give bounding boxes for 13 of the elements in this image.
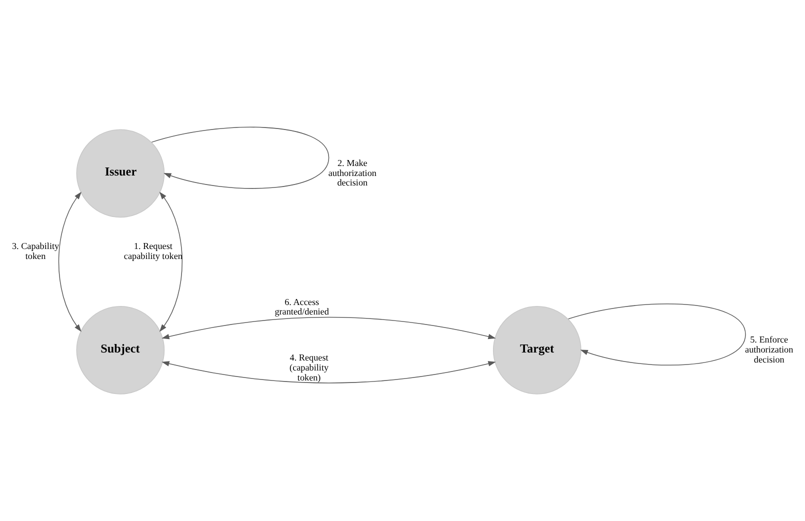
arrow [162, 361, 496, 384]
node-circle: Target [492, 306, 582, 394]
edge-label: 3. Capability token [12, 241, 60, 261]
edge-label: 4. Request (capability token) [290, 352, 329, 382]
node-circle: Issuer [76, 129, 165, 218]
edge-label: 5. Enforce authorization decision [745, 334, 794, 364]
arrow [162, 316, 496, 340]
arrow [159, 192, 183, 332]
edge-label: 1. Request capability token [124, 241, 182, 261]
edge-label: 2. Make authorization decision [328, 158, 376, 188]
node-circle: Subject [76, 306, 165, 394]
arrow [58, 192, 82, 332]
edge-label: 6. Access granted/denied [274, 296, 329, 317]
